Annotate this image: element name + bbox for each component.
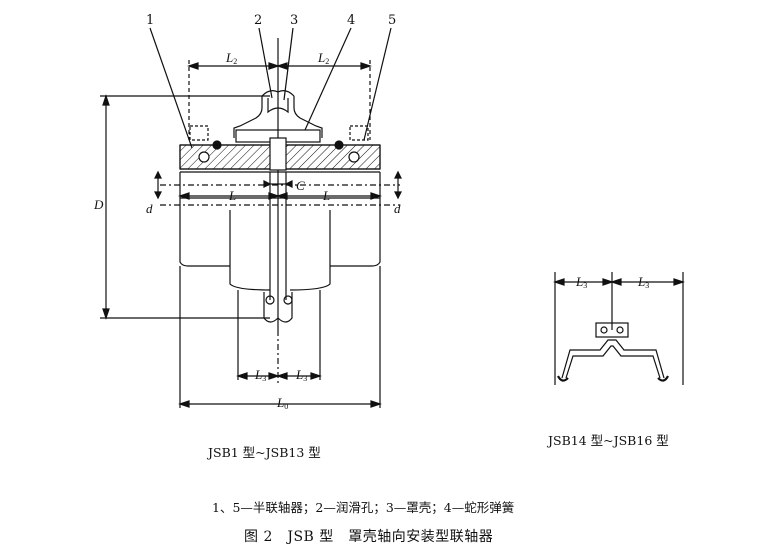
dim-L3-right: L3 <box>296 367 308 383</box>
part-label-5: 5 <box>388 13 397 28</box>
left-caption: JSB1 型~JSB13 型 <box>208 445 321 460</box>
dim-L0: L0 <box>277 395 289 411</box>
dim-D: D <box>94 197 104 212</box>
part-label-2: 2 <box>254 13 263 28</box>
dim-d-left: d <box>146 201 153 216</box>
main-view-drawing <box>100 27 402 408</box>
dim-L3-side-left: L3 <box>576 274 588 290</box>
figure-title: 图 2 JSB 型 罩壳轴向安装型联轴器 <box>244 529 494 545</box>
right-caption: JSB14 型~JSB16 型 <box>548 433 669 448</box>
side-view-drawing <box>553 272 685 385</box>
dim-L2-left: L2 <box>226 50 238 66</box>
part-label-1: 1 <box>146 13 155 28</box>
dim-L3-left: L3 <box>255 367 267 383</box>
part-label-3: 3 <box>290 13 299 28</box>
dim-L3-side-right: L3 <box>638 274 650 290</box>
part-label-4: 4 <box>347 13 356 28</box>
dim-d-right: d <box>394 201 401 216</box>
legend: 1、5—半联轴器；2—润滑孔；3—罩壳；4—蛇形弹簧 <box>212 500 515 515</box>
dim-C: C <box>296 178 305 193</box>
dim-L2-right: L2 <box>318 50 330 66</box>
dim-L-left: L <box>229 188 237 203</box>
dim-L-right: L <box>323 188 331 203</box>
